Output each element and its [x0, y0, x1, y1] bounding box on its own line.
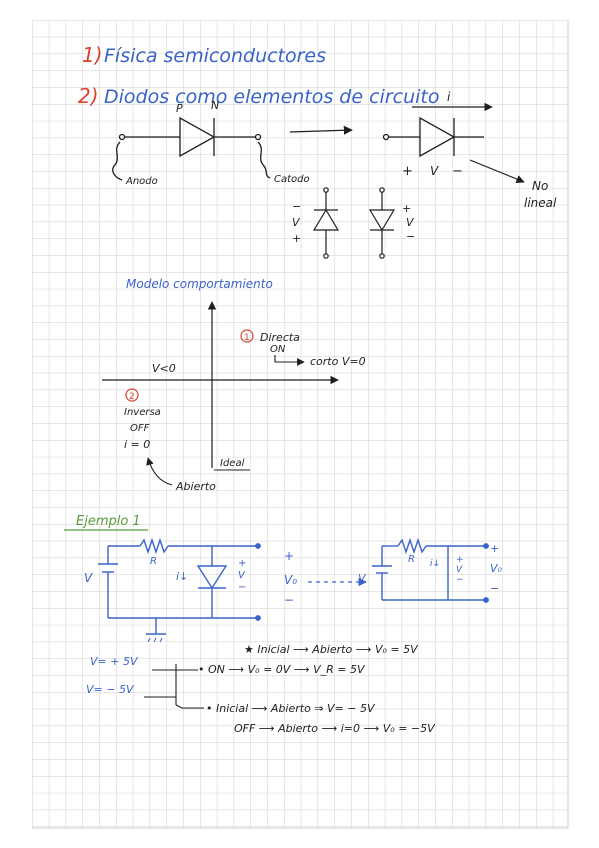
eq-diode-minus: −: [456, 575, 464, 585]
q1-title: Directa: [260, 331, 300, 344]
vneg-branch: [175, 704, 204, 709]
eq-r-label: R: [408, 554, 415, 565]
q1-result: corto V=0: [310, 355, 366, 368]
voltage-plus: +: [402, 164, 413, 179]
catodo-label: Catodo: [274, 174, 310, 185]
q1-on: ON: [270, 344, 286, 355]
vd2-v: V: [406, 216, 415, 229]
eq-out-plus: +: [490, 542, 499, 555]
no-lineal-2: lineal: [524, 196, 557, 210]
example-circuit: [98, 537, 261, 635]
ex-diode-plus: +: [238, 558, 246, 569]
no-lineal-1: No: [532, 179, 548, 193]
grid-background: [32, 20, 568, 828]
transform-arrow: [289, 125, 353, 135]
q1-circle: [240, 329, 254, 343]
eq-diode-v: V: [456, 565, 463, 575]
n-label: N: [211, 99, 219, 112]
q1-number: 1: [244, 333, 250, 343]
current-label: i: [447, 90, 451, 104]
analysis-off: OFF ⟶ Abierto ⟶ i=0 ⟶ V₀ = −5V: [234, 722, 436, 735]
example-title: Ejemplo 1: [76, 514, 141, 529]
ex-i-label: i↓: [176, 570, 188, 583]
item2-title: Diodos como elementos de circuito: [104, 86, 439, 108]
p-label: P: [176, 102, 183, 115]
ex-diode-v: V: [238, 570, 246, 581]
vd2-plus: +: [402, 202, 411, 215]
eq-diode-plus: +: [456, 555, 464, 565]
analysis-on: • ON ⟶ V₀ = 0V ⟶ V_R = 5V: [198, 663, 366, 676]
ground-icon: [147, 637, 163, 643]
analysis-inicial2: • Inicial ⟶ Abierto ⇒ V= − 5V: [206, 702, 376, 715]
vd2-minus: −: [406, 230, 415, 243]
ex-diode-minus: −: [238, 582, 246, 593]
iv-axes: [102, 301, 339, 468]
voltage-v: V: [430, 164, 439, 178]
item2-number: 2): [78, 84, 99, 108]
ex-out-plus: +: [284, 549, 294, 563]
analysis-vpos: V= + 5V: [90, 655, 139, 668]
voltage-minus: −: [452, 164, 463, 179]
ex-out-minus: −: [284, 593, 294, 607]
vd1-v: V: [292, 216, 301, 229]
eq-i-label: i↓: [430, 559, 440, 569]
vertical-diode-up: [312, 187, 340, 259]
q2-title: Inversa: [124, 407, 161, 418]
vlt0-label: V<0: [152, 362, 176, 375]
abierto-arrow: [146, 457, 173, 486]
diode-symbol-main: [112, 116, 271, 181]
abierto-label: Abierto: [175, 480, 216, 493]
eq-v-source: V: [358, 572, 367, 585]
vd1-plus: +: [292, 232, 301, 245]
anodo-label: Anodo: [125, 176, 158, 187]
q2-off: OFF: [130, 423, 150, 434]
q2-circle: [125, 388, 139, 402]
vertical-diode-down: [368, 187, 396, 259]
ex-v-source: V: [84, 571, 93, 585]
q2-i: i = 0: [124, 438, 150, 451]
q1-arrow: [274, 355, 305, 366]
equivalent-circuit: [372, 537, 489, 603]
analysis-vneg: V= − 5V: [86, 683, 135, 696]
item1-title: Física semiconductores: [104, 45, 326, 67]
ex-out-v: V₀: [284, 573, 297, 587]
eq-out-v: V₀: [490, 562, 503, 575]
nolineal-arrow: [469, 159, 525, 184]
diode-symbol-right: [382, 116, 484, 158]
q2-number: 2: [129, 392, 135, 402]
model-title: Modelo comportamiento: [126, 277, 273, 291]
item1-number: 1): [82, 43, 103, 67]
analysis-line1: ★ Inicial ⟶ Abierto ⟶ V₀ = 5V: [244, 643, 419, 656]
ideal-label: Ideal: [220, 458, 245, 469]
eq-out-minus: −: [490, 582, 499, 595]
ex-r-label: R: [150, 556, 157, 567]
vd1-minus: −: [292, 200, 301, 213]
